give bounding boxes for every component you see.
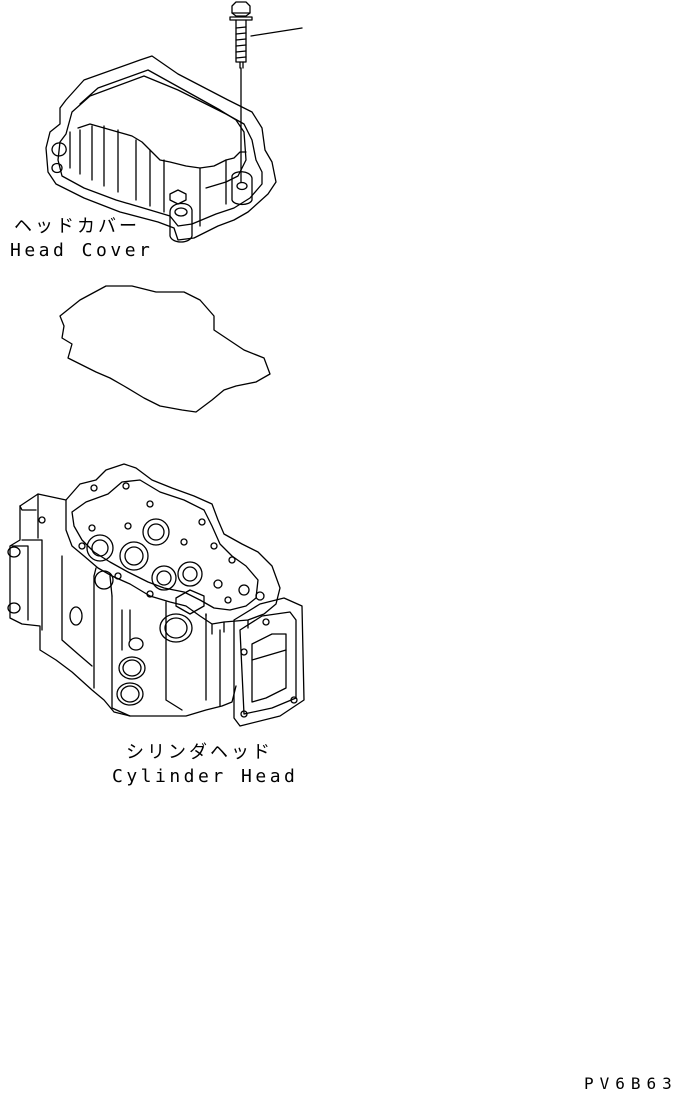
head-cover-label-en: Head Cover: [10, 240, 154, 261]
head-cover-label-jp: ヘッドカバー: [14, 216, 140, 237]
drawing-code: PV6B636: [584, 1074, 678, 1093]
cylinder-head-part: [7, 463, 305, 727]
head-cover-part: [45, 55, 277, 243]
bolt-part: [229, 1, 253, 183]
cylinder-head-label-jp: シリンダヘッド: [126, 742, 273, 763]
bolt-leader-line: [250, 27, 303, 37]
head-cover-gasket: [59, 285, 271, 413]
cylinder-head-label-en: Cylinder Head: [112, 766, 299, 787]
